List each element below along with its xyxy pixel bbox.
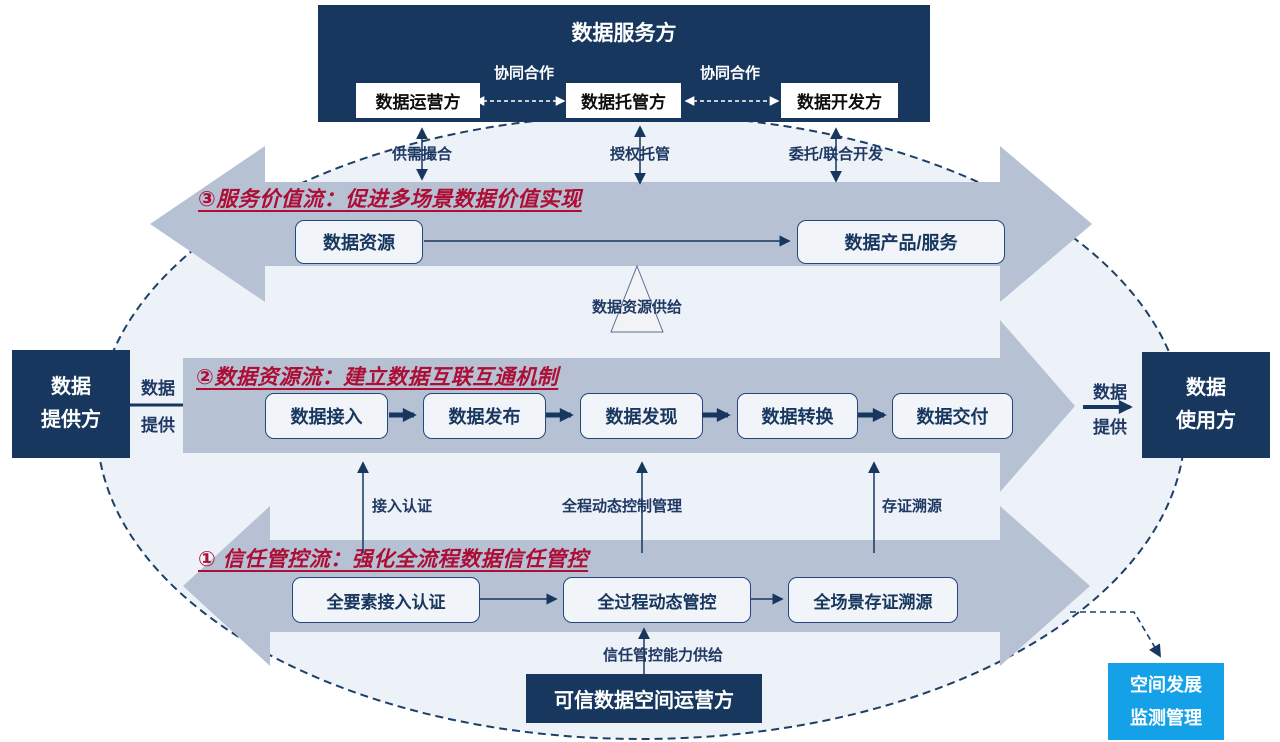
flow3-title: ③服务价值流：促进多场景数据价值实现 xyxy=(198,188,582,211)
collab-label-1: 协同合作 xyxy=(493,65,554,82)
flow2-box-data-delivery: 数据交付 xyxy=(892,393,1013,439)
provider-link-label-bottom: 提供 xyxy=(141,416,175,435)
supply-triangle-label: 数据资源供给 xyxy=(591,299,682,316)
flow1-title: ① 信任管控流：强化全流程数据信任管控 xyxy=(198,548,589,571)
space-monitor-line2: 监测管理 xyxy=(1130,707,1202,728)
flow1-box-full-scenario-evidence-trace: 全场景存证溯源 xyxy=(788,577,958,623)
data-provider-box: 数据 提供方 xyxy=(12,350,130,458)
link-label-supply-demand-matching: 供需撮合 xyxy=(391,146,452,163)
data-provider-line2: 提供方 xyxy=(41,409,101,431)
space-monitor-box: 空间发展 监测管理 xyxy=(1108,663,1224,740)
user-link-label-top: 数据 xyxy=(1093,383,1127,402)
collab-label-2: 协同合作 xyxy=(699,65,760,82)
member-box-data-developer: 数据开发方 xyxy=(781,83,898,118)
trust-link-label-dynamic-control: 全程动态控制管理 xyxy=(562,498,683,515)
space-monitor-line1: 空间发展 xyxy=(1130,675,1202,696)
member-box-data-custodian: 数据托管方 xyxy=(566,83,681,118)
data-provider-line1: 数据 xyxy=(51,376,91,398)
trust-supply-label: 信任管控能力供给 xyxy=(602,647,723,664)
data-service-panel-title: 数据服务方 xyxy=(571,22,677,45)
flow2-box-data-transform: 数据转换 xyxy=(737,393,858,439)
data-user-box: 数据 使用方 xyxy=(1142,352,1270,458)
data-user-line2: 使用方 xyxy=(1176,410,1236,432)
supply-triangle xyxy=(610,264,664,333)
trust-link-label-access-auth: 接入认证 xyxy=(372,498,433,515)
flow2-box-data-access: 数据接入 xyxy=(265,393,388,439)
trusted-space-operator-box: 可信数据空间运营方 xyxy=(526,674,762,723)
flow3-box-data-resource: 数据资源 xyxy=(295,220,423,264)
provider-link-label-top: 数据 xyxy=(141,379,175,398)
flow2-box-data-publish: 数据发布 xyxy=(423,393,546,439)
flow1-box-full-factor-access-auth: 全要素接入认证 xyxy=(292,577,480,623)
data-user-line1: 数据 xyxy=(1186,377,1226,399)
trust-link-label-evidence-trace: 存证溯源 xyxy=(882,498,943,515)
member-box-data-operator: 数据运营方 xyxy=(356,83,480,118)
user-link-label-bottom: 提供 xyxy=(1093,418,1127,437)
data-service-panel: 数据服务方 数据运营方 数据托管方 数据开发方 协同合作 协同合作 xyxy=(318,5,930,122)
flow3-box-data-product-service: 数据产品/服务 xyxy=(797,220,1005,264)
flow2-title: ②数据资源流：建立数据互联互通机制 xyxy=(196,366,559,389)
link-label-entrusted-joint-dev: 委托/联合开发 xyxy=(788,146,884,163)
flow2-box-data-discovery: 数据发现 xyxy=(580,393,703,439)
link-label-authorized-custody: 授权托管 xyxy=(609,146,670,163)
flow1-box-full-process-dynamic-control: 全过程动态管控 xyxy=(563,577,751,623)
